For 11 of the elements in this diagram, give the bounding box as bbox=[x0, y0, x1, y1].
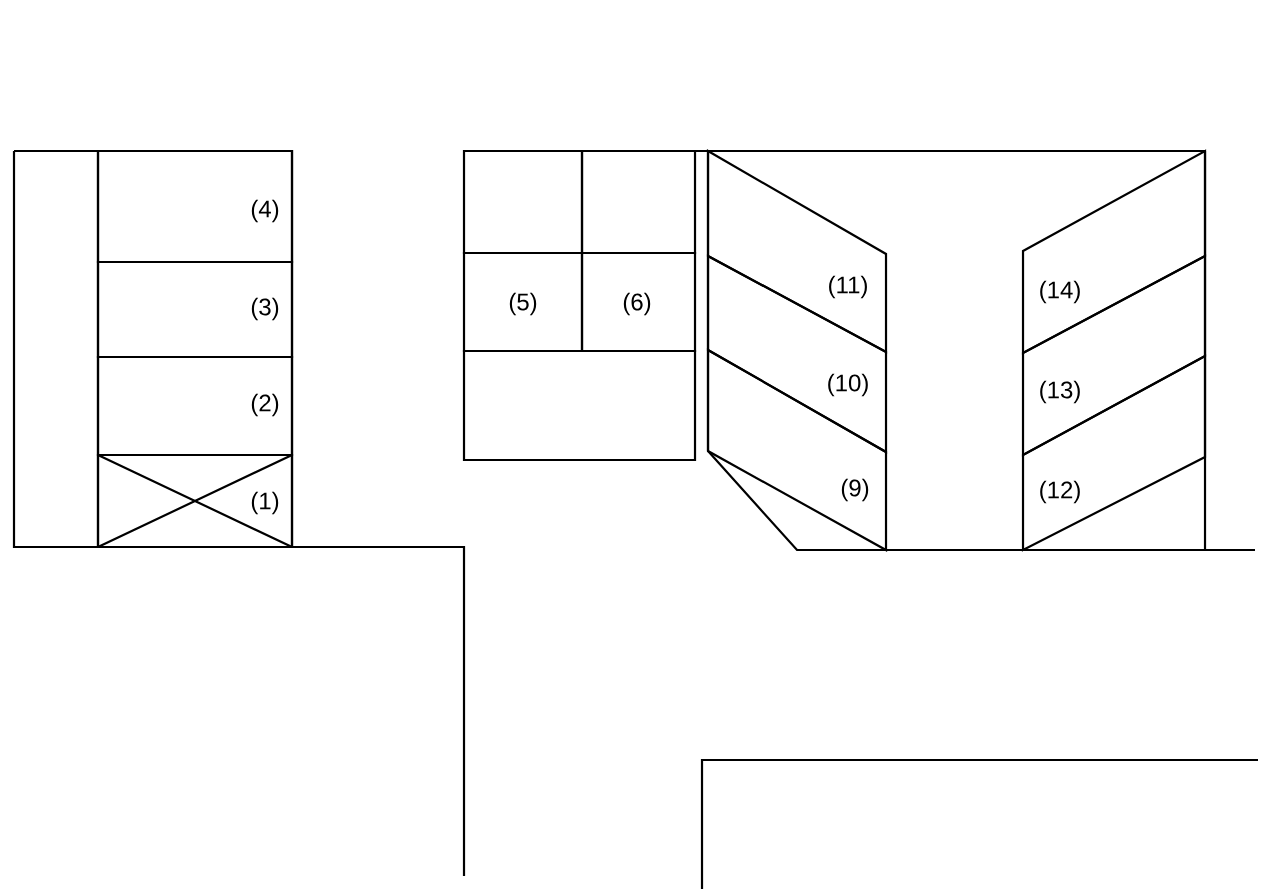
parking-space bbox=[462, 349, 697, 462]
parking-space: (5) bbox=[462, 251, 584, 353]
parking-space: (14) bbox=[1021, 149, 1207, 355]
parking-space: (2) bbox=[96, 355, 294, 457]
parking-space: (4) bbox=[96, 149, 294, 264]
parking-space: (6) bbox=[580, 251, 697, 353]
parking-space: (3) bbox=[96, 260, 294, 359]
parking-space bbox=[580, 149, 697, 255]
parking-space bbox=[462, 149, 584, 255]
parking-space: (11) bbox=[706, 149, 888, 354]
parking-space: (1) bbox=[96, 453, 294, 549]
